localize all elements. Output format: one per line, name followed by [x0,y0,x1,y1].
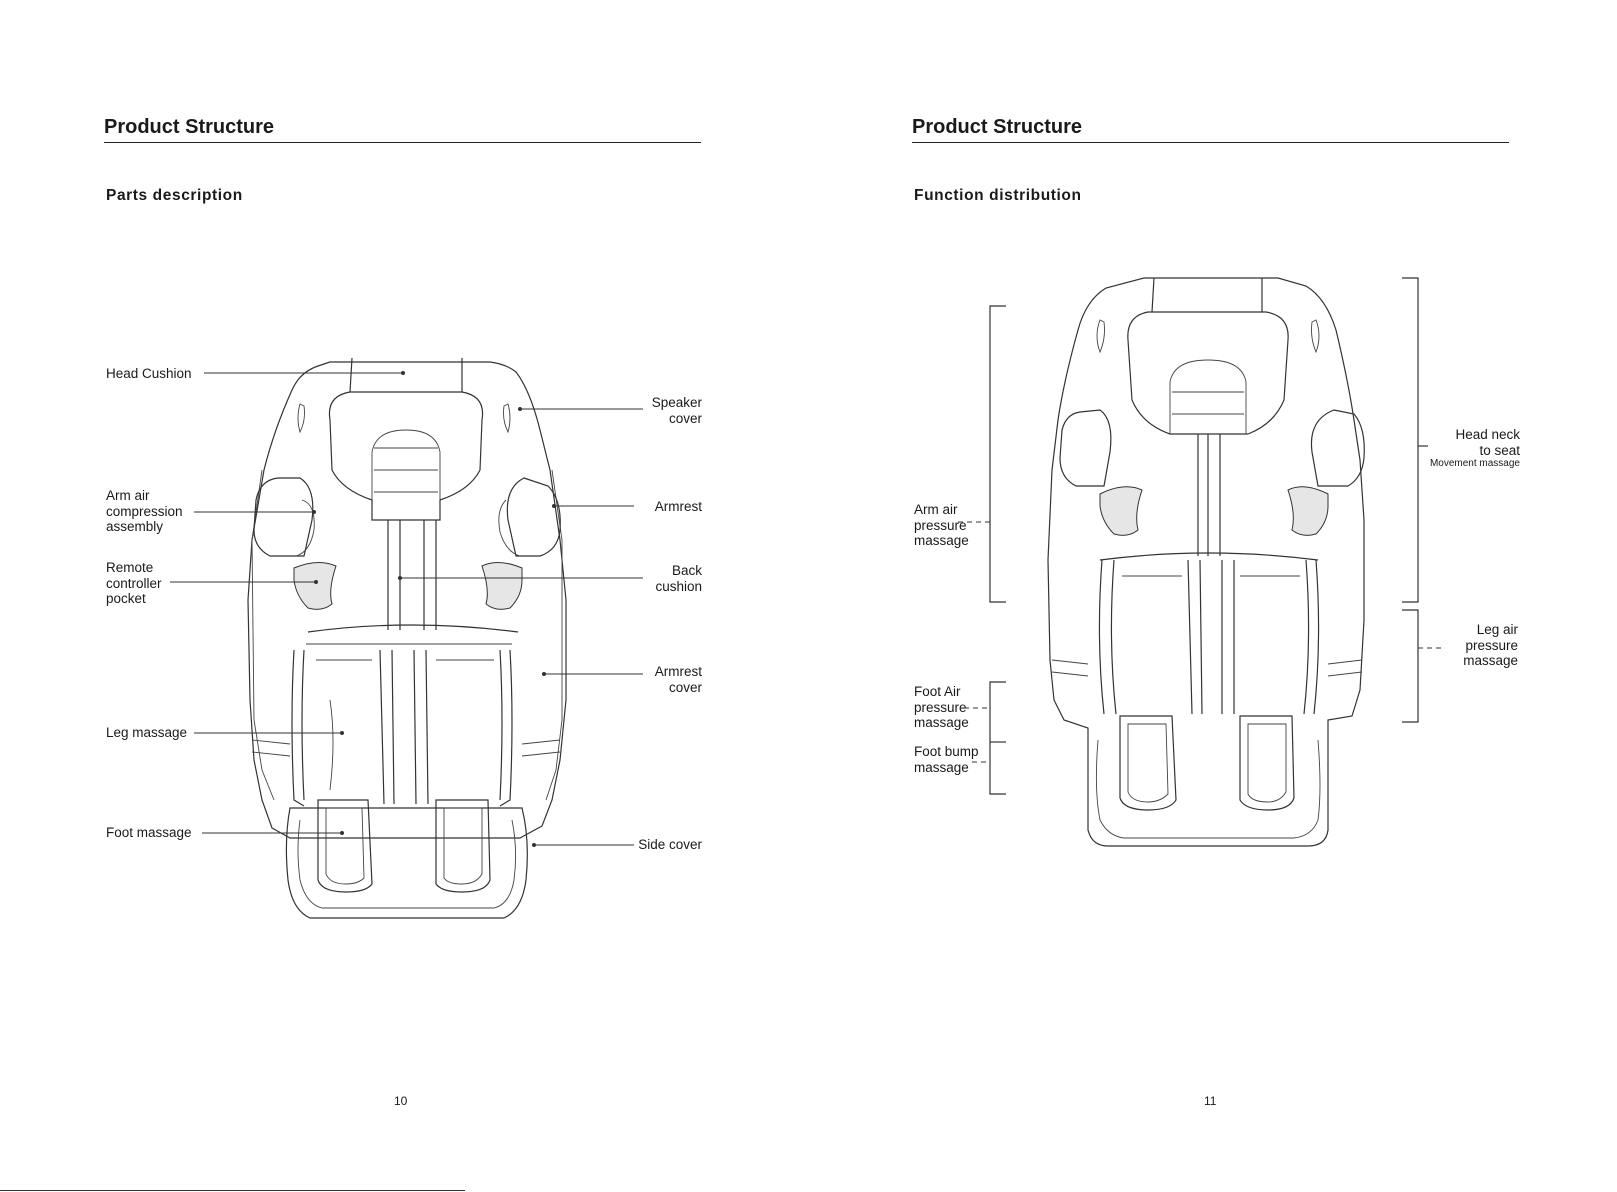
label-line: compression [106,503,183,519]
bottom-edge-rule [0,1190,465,1191]
label-line: pocket [106,591,146,606]
label-line: pressure [914,699,967,715]
label-line: to seat [1479,442,1520,458]
title-rule [912,142,1509,143]
label-line: Leg air [1476,622,1518,637]
chair-illustration [1047,277,1365,847]
label-arm-air-pressure-massage: Arm air pressure massage [914,502,969,549]
label-remote-controller-pocket: Remote controller pocket [106,560,162,607]
label-back-cushion: Back cushion [655,563,702,594]
label-line: cover [668,410,702,426]
right-page: Product Structure Function distribution [808,0,1616,1192]
label-line: controller [106,575,162,591]
label-speaker-cover: Speaker cover [652,395,702,426]
label-line: massage [914,715,969,730]
label-line: Armrest [654,664,702,679]
label-head-cushion: Head Cushion [106,366,192,381]
label-line: cover [668,679,702,695]
label-armrest-cover: Armrest cover [655,664,702,695]
page-number: 10 [394,1094,408,1108]
label-side-cover: Side cover [638,837,702,852]
massage-chair-diagram [170,357,643,919]
page-number: 11 [1204,1094,1217,1108]
label-leg-massage: Leg massage [106,725,188,740]
label-line-small: Movement massage [1429,458,1520,469]
section-subtitle: Parts description [106,187,243,204]
label-foot-massage: Foot massage [106,825,192,840]
label-foot-bump-massage: Foot bump massage [914,744,979,775]
label-line: Speaker [651,395,702,410]
left-page: Product Structure Parts description [0,0,808,1192]
label-line: Foot bump [914,744,979,759]
leader-lines [170,371,643,847]
section-subtitle: Function distribution [914,187,1082,204]
label-line: Remote [106,560,154,575]
label-arm-air-compression: Arm air compression assembly [106,488,183,535]
label-line: assembly [106,519,164,534]
label-line: Foot Air [914,684,961,699]
label-line: pressure [1465,637,1518,653]
massage-chair-function-diagram [958,277,1444,847]
label-line: Head neck [1455,427,1520,442]
label-armrest: Armrest [654,499,702,514]
label-line: massage [914,759,969,775]
label-line: massage [914,533,969,548]
function-brackets-right [1402,277,1444,723]
label-line: massage [1463,653,1518,668]
label-line: Back [671,563,702,578]
title-rule [104,142,701,143]
label-line: pressure [914,517,967,533]
label-line: Arm air [914,502,958,517]
label-head-neck-to-seat: Head neck to seat Movement massage [1430,427,1520,470]
page-title: Product Structure [912,116,1083,138]
label-line: Arm air [106,488,150,503]
label-line: cushion [655,578,702,594]
chair-illustration [247,357,567,919]
page-title: Product Structure [104,116,275,138]
function-brackets-left [958,305,1006,795]
label-foot-air-pressure-massage: Foot Air pressure massage [914,684,969,731]
label-leg-air-pressure-massage: Leg air pressure massage [1463,622,1518,669]
